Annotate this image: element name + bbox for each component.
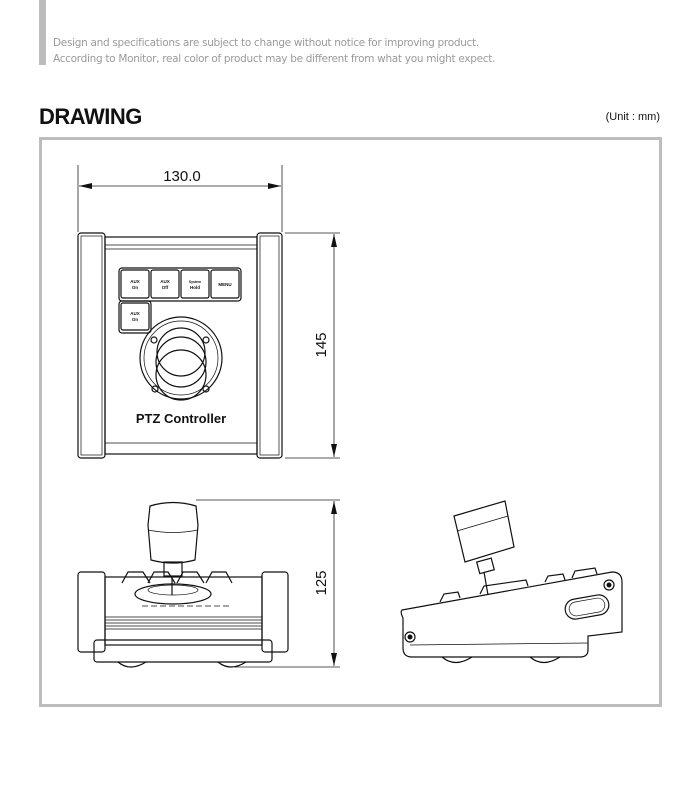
button-label-aux-on: AUX	[130, 279, 140, 284]
button-label-menu: MENU	[218, 282, 231, 287]
drawing-frame	[39, 137, 662, 707]
button-label-aux-on-b: AUX	[130, 311, 140, 316]
depth-dimension: 145	[313, 332, 330, 357]
side-view	[400, 500, 623, 664]
button-label-system-hold-2: Hold	[190, 285, 200, 290]
top-view: 130.0 145 AUX On AUX Off System Hold MEN…	[77, 165, 340, 459]
button-label-aux-off-2: Off	[162, 285, 169, 290]
notice-bar	[39, 0, 46, 65]
button-label-aux-off: AUX	[160, 279, 170, 284]
notice-line-2: According to Monitor, real color of prod…	[53, 53, 496, 65]
unit-label: (Unit : mm)	[605, 111, 660, 123]
section-title: DRAWING	[39, 104, 142, 129]
front-view: 125	[77, 499, 340, 668]
width-dimension: 130.0	[163, 168, 201, 185]
notice-text: Design and specifications are subject to…	[53, 35, 495, 67]
product-label: PTZ Controller	[136, 411, 226, 426]
button-label-aux-on-2: On	[132, 285, 139, 290]
button-label-aux-on-b-2: On	[132, 317, 139, 322]
button-label-system-hold: System	[189, 280, 201, 284]
height-dimension: 125	[313, 570, 330, 595]
notice-line-1: Design and specifications are subject to…	[53, 37, 479, 49]
